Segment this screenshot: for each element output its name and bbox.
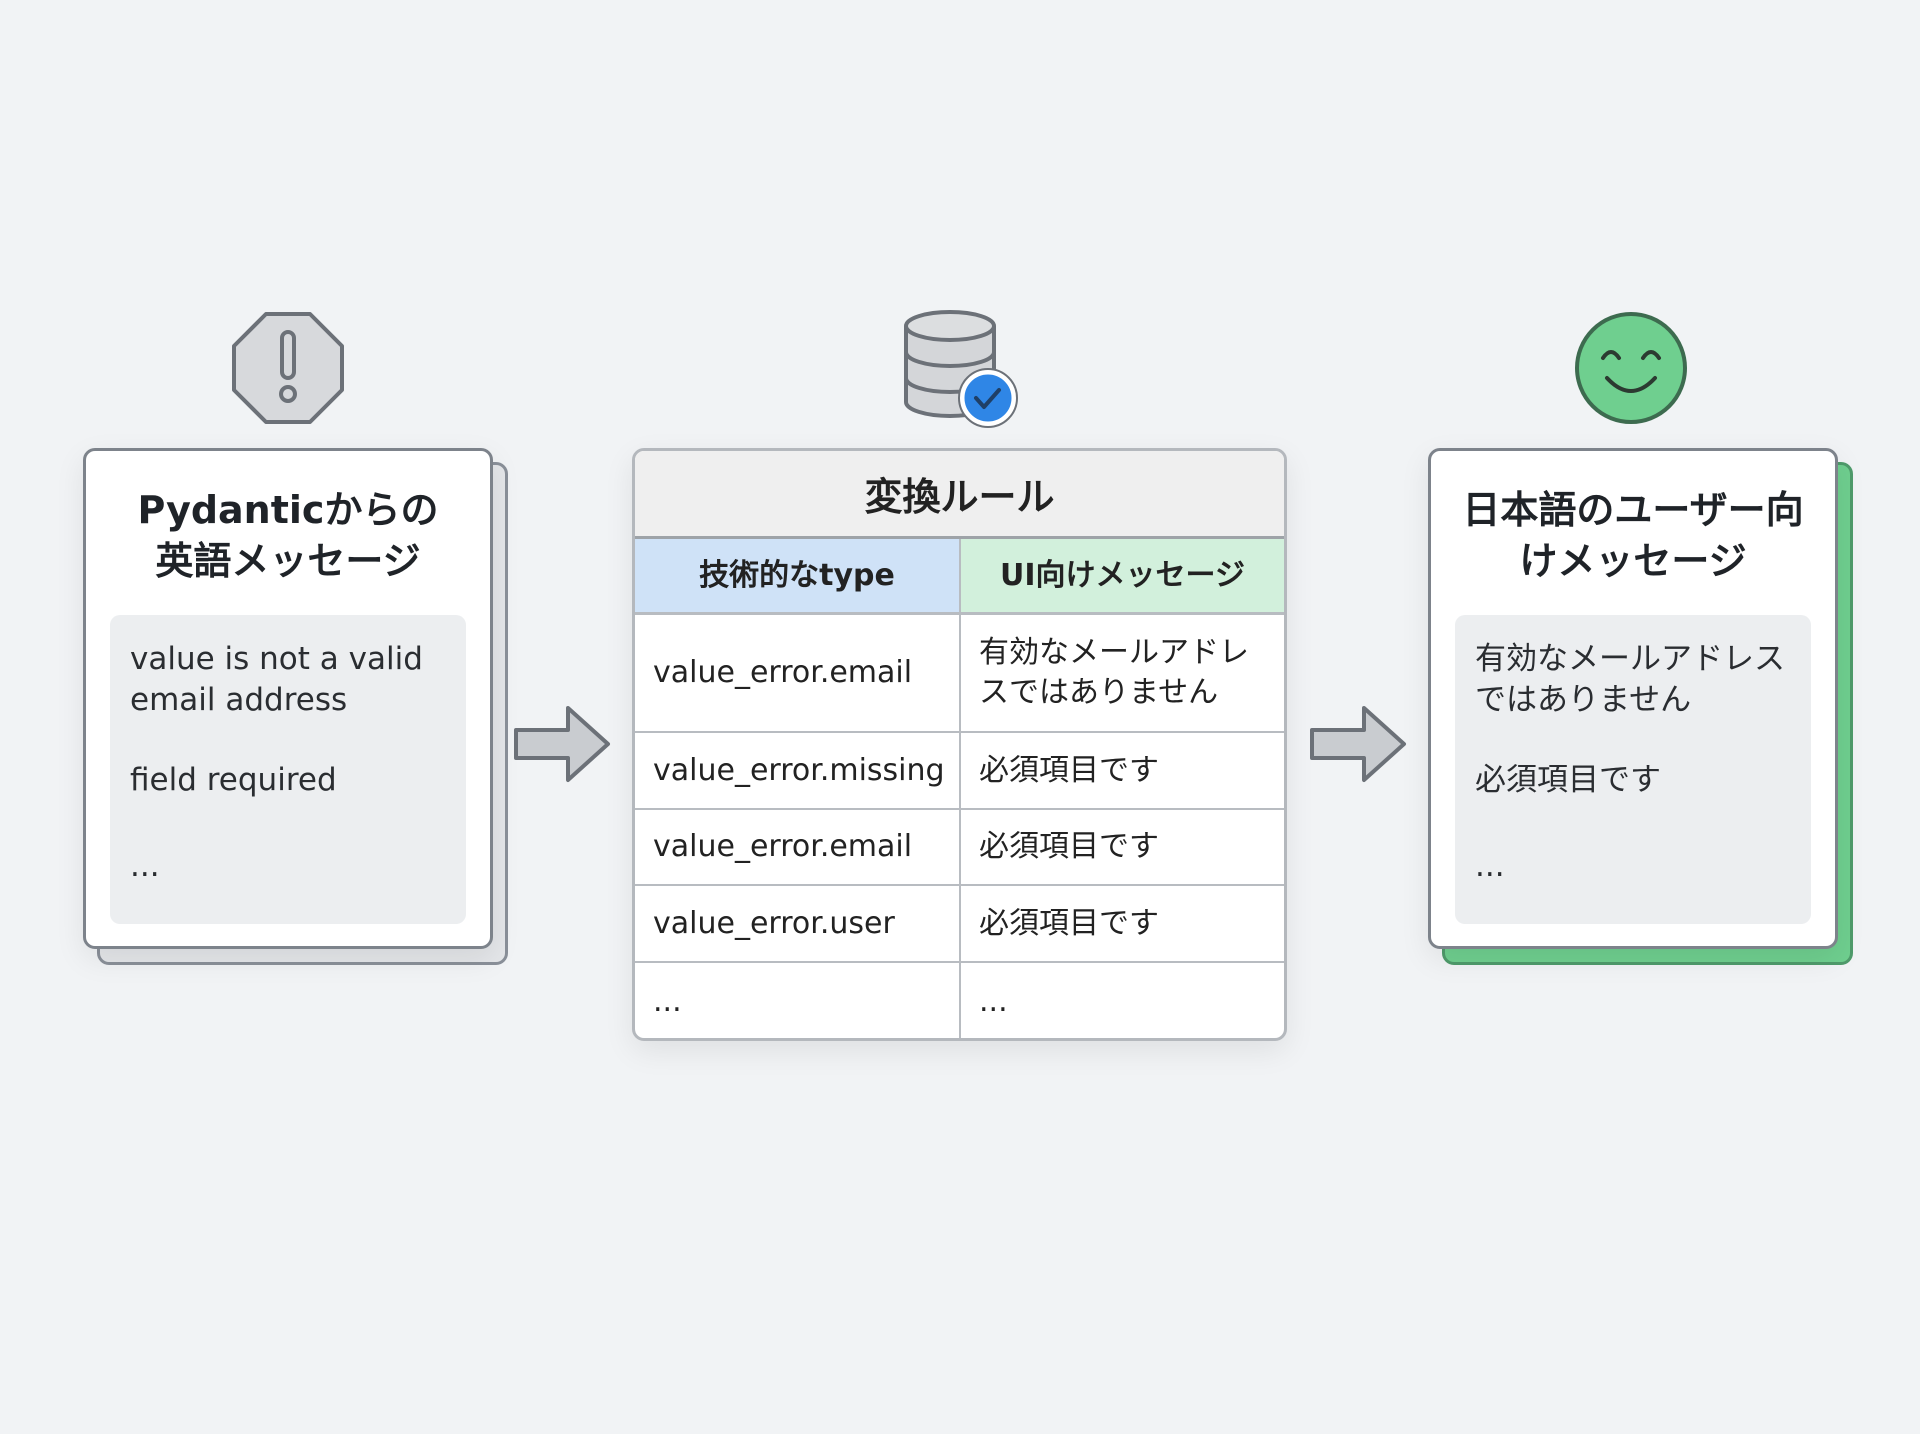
header-technical-type: 技術的なtype (635, 539, 961, 612)
message-item: field required (130, 762, 337, 798)
title-line: Pydanticからの (137, 488, 439, 532)
message-cell: ... (979, 984, 1008, 1019)
table-row: ... ... (635, 963, 1284, 1038)
table-row: value_error.email 必須項目です (635, 810, 1284, 886)
english-messages-card: Pydanticからの 英語メッセージ value is not a valid… (83, 448, 493, 949)
type-cell: value_error.user (635, 886, 961, 961)
arrow-right-icon (514, 706, 610, 782)
card-title: Pydanticからの 英語メッセージ (86, 485, 490, 587)
table-row: value_error.missing 必須項目です (635, 733, 1284, 810)
message-item: 必須項目です (1475, 762, 1661, 798)
message-item: 有効なメールアドレス ではありません (1475, 641, 1785, 718)
smiley-face-icon (1575, 312, 1687, 424)
title-line: 英語メッセージ (155, 539, 421, 583)
message-list: 有効なメールアドレス ではありません 必須項目です ... (1455, 615, 1811, 924)
message-item: ... (130, 848, 160, 884)
title-line: 日本語のユーザー向 (1462, 488, 1804, 532)
message-item: value is not a valid email address (130, 641, 423, 718)
title-line: けメッセージ (1519, 539, 1747, 583)
table-row: value_error.user 必須項目です (635, 886, 1284, 963)
header-ui-message: UI向けメッセージ (961, 539, 1284, 612)
message-list: value is not a valid email address field… (110, 615, 466, 924)
message-cell: 必須項目です (979, 752, 1159, 788)
table-header-row: 技術的なtype UI向けメッセージ (635, 539, 1284, 615)
type-cell: value_error.email (635, 810, 961, 884)
type-cell: value_error.email (635, 615, 961, 731)
message-item: ... (1475, 848, 1505, 884)
message-cell: 必須項目です (979, 829, 1159, 864)
table-row: value_error.email 有効なメールアドレ スではありません (635, 615, 1284, 733)
type-cell: value_error.missing (635, 733, 961, 808)
warning-octagon-icon (232, 312, 344, 424)
card-title: 日本語のユーザー向 けメッセージ (1431, 485, 1835, 587)
database-check-icon (904, 310, 1018, 428)
type-cell: ... (635, 963, 961, 1038)
table-title: 変換ルール (635, 451, 1284, 539)
arrow-right-icon (1310, 706, 1406, 782)
message-cell: 有効なメールアドレ スではありません (979, 635, 1249, 710)
message-cell: 必須項目です (979, 905, 1159, 941)
japanese-messages-card: 日本語のユーザー向 けメッセージ 有効なメールアドレス ではありません 必須項目… (1428, 448, 1838, 949)
conversion-rules-table: 変換ルール 技術的なtype UI向けメッセージ value_error.ema… (632, 448, 1287, 1041)
